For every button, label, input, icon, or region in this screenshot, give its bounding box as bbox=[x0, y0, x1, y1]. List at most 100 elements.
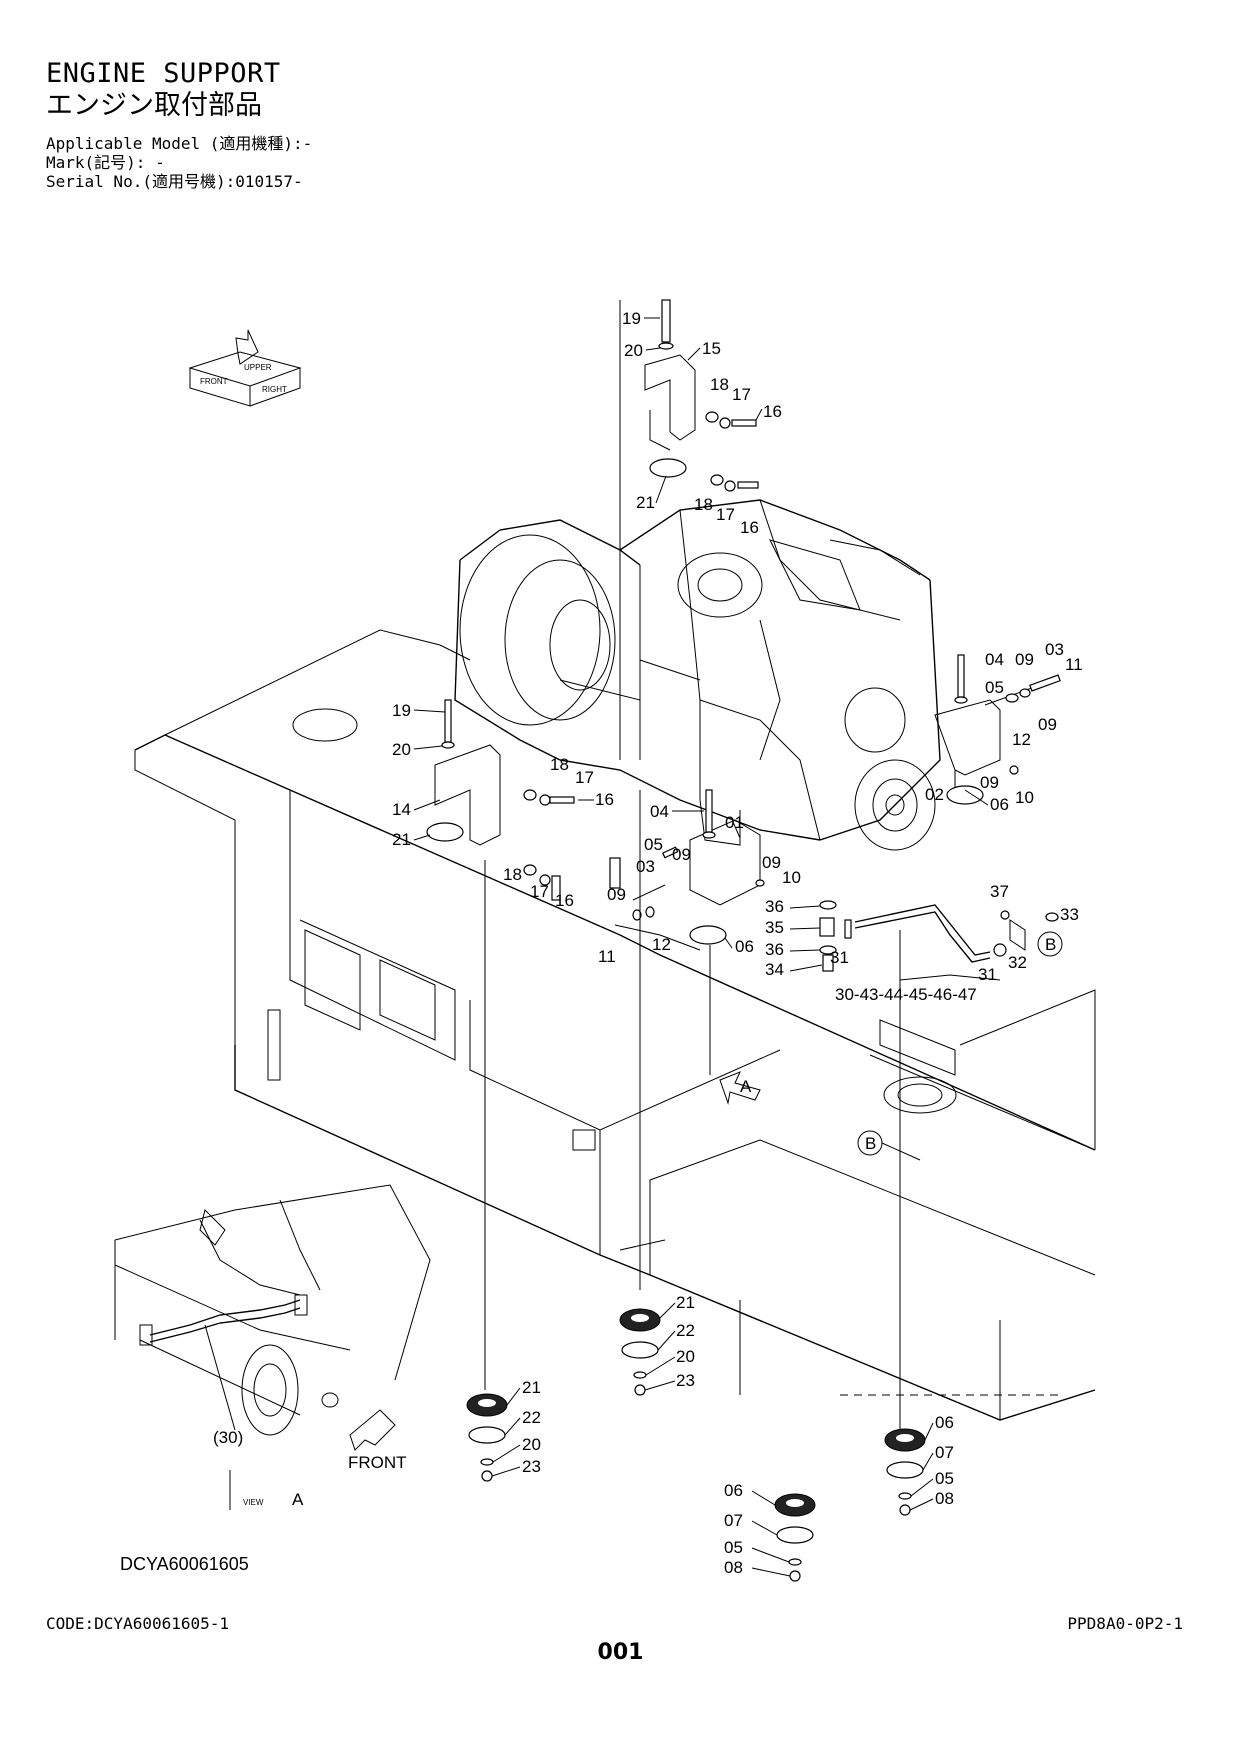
footer-ref: PPD8A0-0P2-1 bbox=[1067, 1614, 1183, 1633]
label-06-right-stack: 06 bbox=[935, 1413, 954, 1432]
label-02: 02 bbox=[925, 785, 944, 804]
label-36-bottom: 36 bbox=[765, 940, 784, 959]
label-19-left: 19 bbox=[392, 701, 411, 720]
label-12-right: 12 bbox=[1012, 730, 1031, 749]
label-09-center: 09 bbox=[672, 845, 691, 864]
hose-assembly bbox=[819, 900, 1059, 972]
label-33: 33 bbox=[1060, 905, 1079, 924]
orient-front: FRONT bbox=[200, 377, 228, 386]
label-04-center: 04 bbox=[650, 802, 669, 821]
label-21-top: 21 bbox=[636, 493, 655, 512]
title-japanese: エンジン取付部品 bbox=[46, 90, 262, 121]
callout-a: A bbox=[740, 1077, 752, 1096]
label-17-mid: 17 bbox=[716, 505, 735, 524]
label-21-center-stack: 21 bbox=[676, 1293, 695, 1312]
label-21-left: 21 bbox=[392, 830, 411, 849]
inset-front-label: FRONT bbox=[348, 1453, 407, 1472]
label-18-mid: 18 bbox=[694, 495, 713, 514]
label-05-center: 05 bbox=[644, 835, 663, 854]
label-18-left: 18 bbox=[550, 755, 569, 774]
left-support-parts bbox=[426, 699, 575, 901]
label-18-top: 18 bbox=[710, 375, 729, 394]
label-16-lower: 16 bbox=[555, 891, 574, 910]
applicable-model: Applicable Model (適用機種):- bbox=[46, 134, 313, 153]
page-header: ENGINE SUPPORT エンジン取付部品 Applicable Model… bbox=[46, 58, 312, 191]
footer-code: CODE:DCYA60061605-1 bbox=[46, 1614, 230, 1633]
label-leaders bbox=[413, 317, 989, 1577]
label-08-right-stack: 08 bbox=[935, 1489, 954, 1508]
view-letter: A bbox=[292, 1490, 304, 1509]
label-07-right-stack: 07 bbox=[935, 1443, 954, 1462]
label-06-center: 06 bbox=[735, 937, 754, 956]
label-34: 34 bbox=[765, 960, 784, 979]
mount-stack-center bbox=[619, 1308, 661, 1396]
label-07-bottom-stack: 07 bbox=[724, 1511, 743, 1530]
assembly-lines bbox=[484, 300, 1001, 1430]
callout-b-hose: B bbox=[1045, 935, 1056, 954]
label-22-left-stack: 22 bbox=[522, 1408, 541, 1427]
label-05-right-stack: 05 bbox=[935, 1469, 954, 1488]
label-06-bottom-stack: 06 bbox=[724, 1481, 743, 1500]
orient-upper: UPPER bbox=[244, 363, 272, 372]
label-16-left: 16 bbox=[595, 790, 614, 809]
mount-stack-right bbox=[884, 1428, 926, 1516]
label-09-right-mid: 09 bbox=[1038, 715, 1057, 734]
inset-view-a bbox=[114, 1184, 431, 1510]
label-31-left: 31 bbox=[830, 948, 849, 967]
front-support-parts bbox=[934, 654, 1061, 805]
label-19-top: 19 bbox=[622, 309, 641, 328]
label-12-center: 12 bbox=[652, 935, 671, 954]
main-frame bbox=[134, 629, 1096, 1421]
label-16-top: 16 bbox=[763, 402, 782, 421]
label-10-center: 10 bbox=[782, 868, 801, 887]
view-label: VIEW bbox=[243, 1498, 264, 1507]
label-05-bottom-stack: 05 bbox=[724, 1538, 743, 1557]
label-15: 15 bbox=[702, 339, 721, 358]
label-03-center: 03 bbox=[636, 857, 655, 876]
label-23-left-stack: 23 bbox=[522, 1457, 541, 1476]
top-support-parts bbox=[644, 299, 759, 492]
label-04-right: 04 bbox=[985, 650, 1004, 669]
label-36-top: 36 bbox=[765, 897, 784, 916]
callout-b-frame: B bbox=[865, 1134, 876, 1153]
label-23-center-stack: 23 bbox=[676, 1371, 695, 1390]
mount-stack-bottom bbox=[774, 1493, 816, 1582]
label-06-right: 06 bbox=[990, 795, 1009, 814]
label-01: 01 bbox=[725, 813, 744, 832]
mount-stack-left bbox=[466, 1393, 508, 1482]
label-11-right: 11 bbox=[1065, 655, 1083, 674]
label-17-top: 17 bbox=[732, 385, 751, 404]
label-10-right: 10 bbox=[1015, 788, 1034, 807]
page-number: 001 bbox=[597, 1640, 644, 1665]
label-21-left-stack: 21 bbox=[522, 1378, 541, 1397]
label-37: 37 bbox=[990, 882, 1009, 901]
label-32: 32 bbox=[1008, 953, 1027, 972]
rear-support-parts bbox=[609, 789, 765, 951]
orientation-icon: FRONT RIGHT UPPER bbox=[188, 329, 302, 407]
label-08-bottom-stack: 08 bbox=[724, 1558, 743, 1577]
serial-number: Serial No.(適用号機):010157- bbox=[46, 172, 303, 191]
meta-block: Applicable Model (適用機種):- Mark(記号): - Se… bbox=[46, 134, 312, 191]
label-17-lower: 17 bbox=[530, 882, 549, 901]
label-20-top: 20 bbox=[624, 341, 643, 360]
drawing-code: DCYA60061605 bbox=[120, 1554, 249, 1574]
label-16-mid: 16 bbox=[740, 518, 759, 537]
label-09-center-left: 09 bbox=[607, 885, 626, 904]
label-20-left-stack: 20 bbox=[522, 1435, 541, 1454]
inset-ref-30: (30) bbox=[213, 1428, 243, 1447]
label-20-center-stack: 20 bbox=[676, 1347, 695, 1366]
label-11-center: 11 bbox=[598, 947, 616, 966]
label-09-right-top: 09 bbox=[1015, 650, 1034, 669]
label-18-lower: 18 bbox=[503, 865, 522, 884]
label-hose-ref: 30-43-44-45-46-47 bbox=[835, 985, 977, 1004]
label-09-right-low: 09 bbox=[980, 773, 999, 792]
label-14: 14 bbox=[392, 800, 411, 819]
label-05-right: 05 bbox=[985, 678, 1004, 697]
label-22-center-stack: 22 bbox=[676, 1321, 695, 1340]
label-20-left: 20 bbox=[392, 740, 411, 759]
label-35: 35 bbox=[765, 918, 784, 937]
orient-right: RIGHT bbox=[262, 385, 287, 394]
part-labels: 19 20 15 18 17 16 21 18 17 16 04 09 03 1… bbox=[120, 309, 1083, 1577]
label-31-right: 31 bbox=[978, 965, 997, 984]
